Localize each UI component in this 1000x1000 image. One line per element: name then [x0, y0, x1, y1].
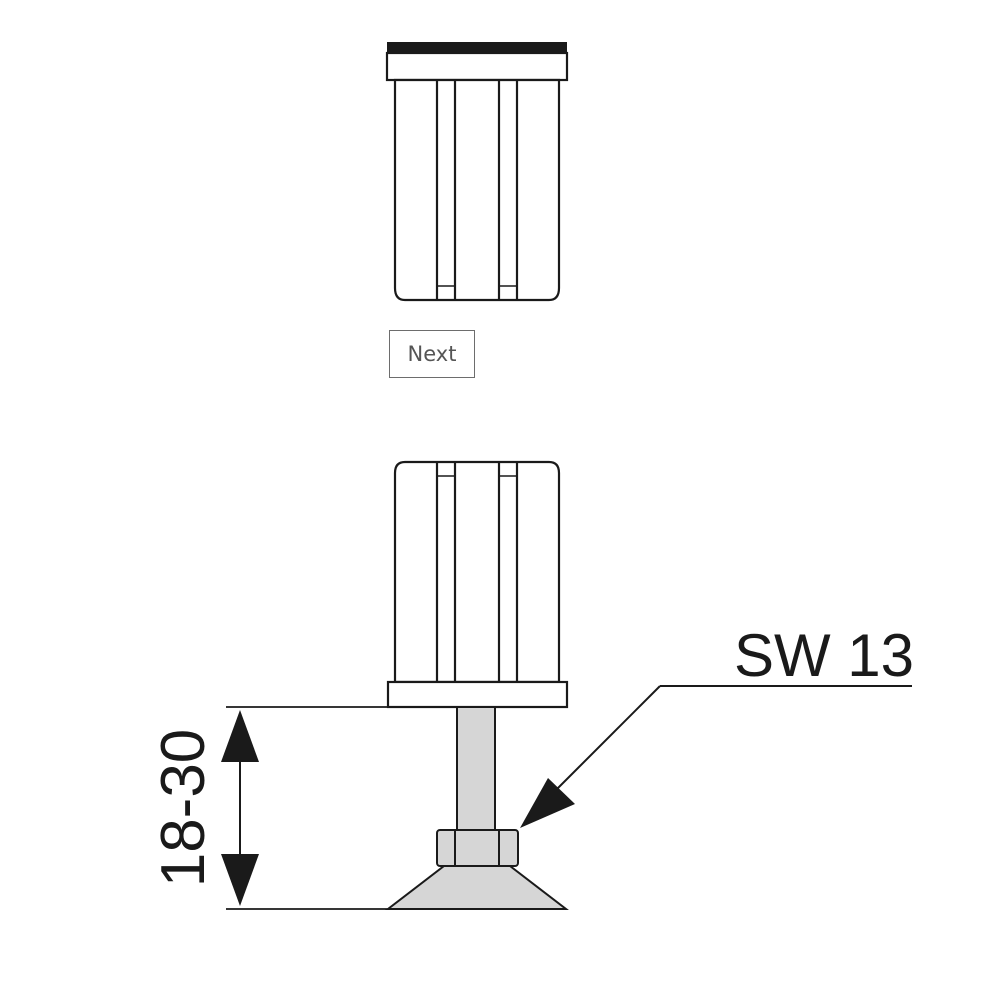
top-insert-cap — [385, 51, 569, 82]
top-insert — [385, 42, 569, 302]
hex-nut — [436, 829, 519, 867]
top-insert-cap-band — [387, 42, 567, 54]
bottom-insert — [386, 460, 569, 709]
next-button[interactable]: Next — [389, 330, 475, 378]
dim-arrow-down — [221, 854, 259, 906]
top-insert-body — [393, 78, 561, 302]
leader-arrow — [520, 778, 575, 828]
height-range-label: 18-30 — [149, 729, 218, 888]
threaded-stud — [456, 706, 496, 833]
wrench-size-leader — [551, 685, 912, 795]
base-plate — [385, 865, 569, 910]
bottom-insert-body — [393, 460, 561, 684]
wrench-size-label: SW 13 — [734, 622, 914, 689]
bottom-insert-flange — [386, 680, 569, 709]
height-dimension — [221, 706, 390, 910]
dim-arrow-up — [221, 710, 259, 762]
